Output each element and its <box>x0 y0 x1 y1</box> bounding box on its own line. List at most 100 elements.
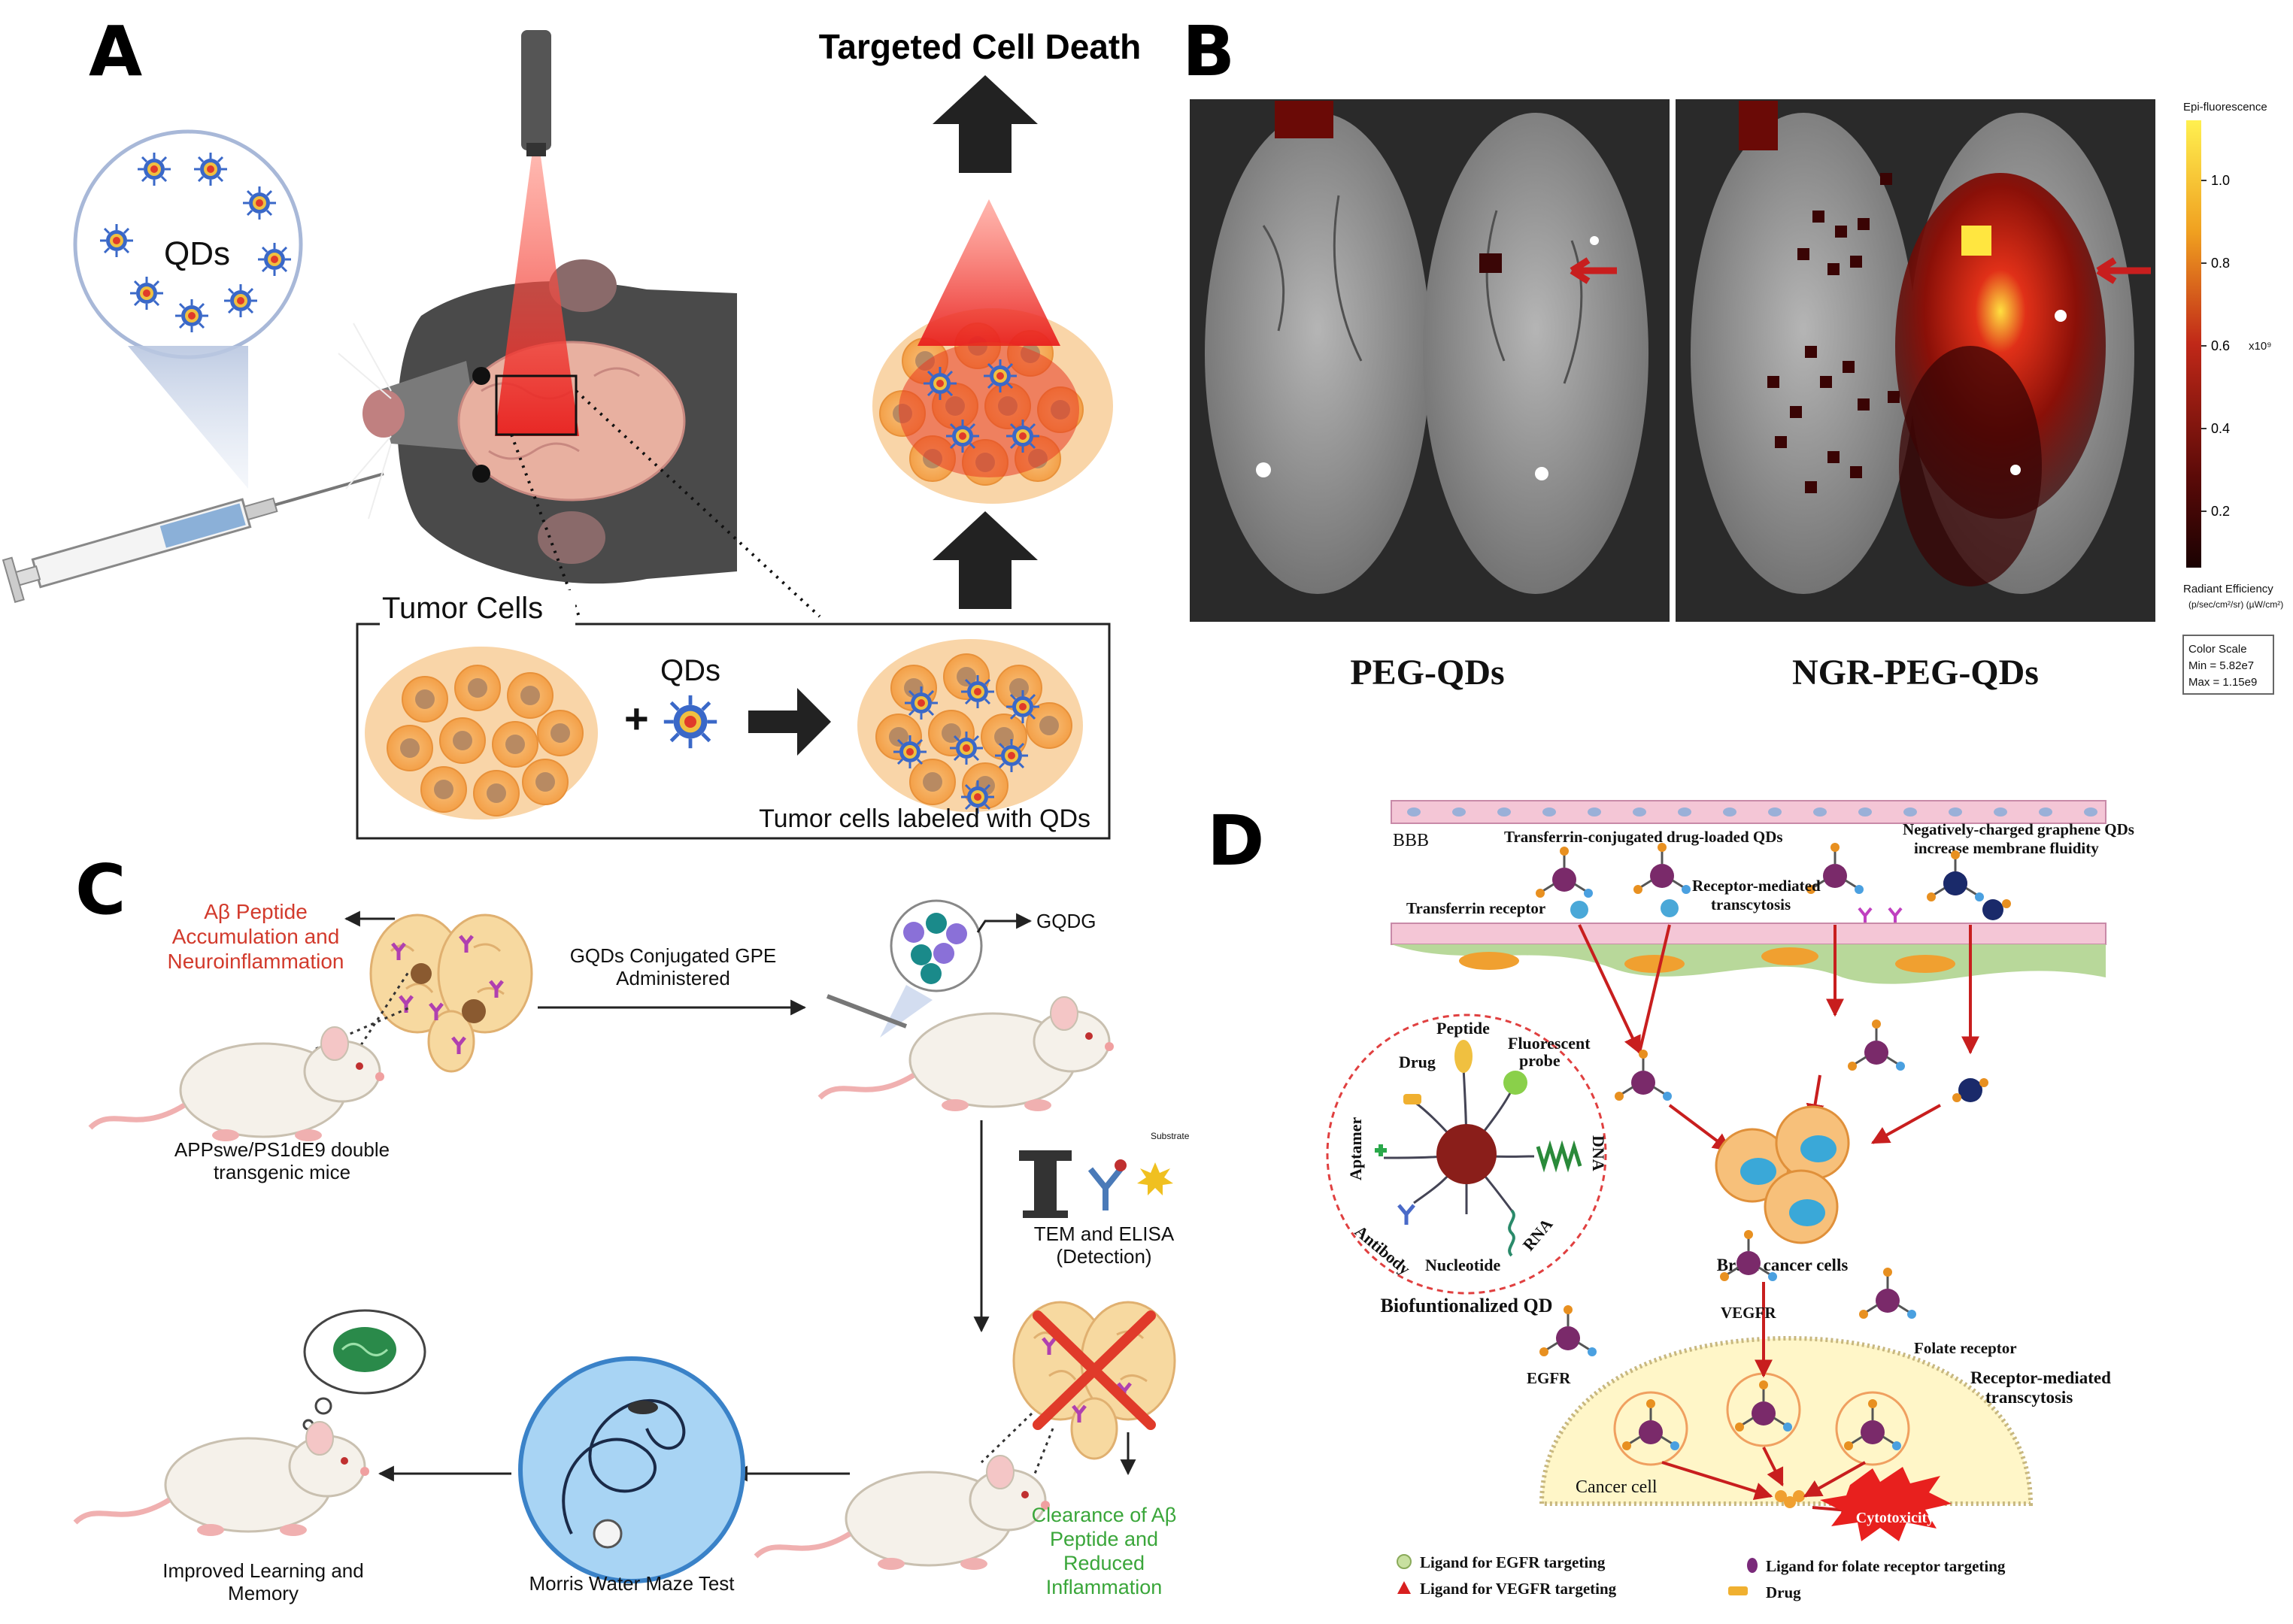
panel-letter-a: A <box>89 11 142 92</box>
colorbar-tick-label: 0.4 <box>2211 421 2230 436</box>
legend-vegfr: Ligand for VEGFR targeting <box>1420 1580 1617 1598</box>
syringe-icon <box>826 994 908 1029</box>
tumor-cluster-laser <box>872 199 1113 504</box>
rmt-bottom-label: transcytosis <box>1985 1388 2073 1407</box>
clearance-label: Clearance of Aβ Peptide and Reduced Infl… <box>1032 1504 1177 1598</box>
color-scale-max: Max = 1.15e9 <box>2188 676 2257 689</box>
bbb-bottom-layer <box>1391 923 2106 984</box>
laser-beam <box>495 156 579 436</box>
legend-egfr: Ligand for EGFR targeting <box>1420 1553 1606 1571</box>
tumor-cluster-plain <box>365 647 598 820</box>
colorbar-tick-label: 0.8 <box>2211 256 2230 271</box>
antibody-icon <box>1397 1204 1415 1225</box>
detection-label: TEM and ELISA <box>1034 1223 1175 1245</box>
clearance-line: Reduced <box>1063 1552 1145 1574</box>
receptor-icon <box>1570 899 1679 919</box>
tumor-cluster-labeled <box>857 639 1083 815</box>
brain-cancer-cells <box>1715 1105 1850 1244</box>
drug-label: Drug <box>1399 1053 1436 1071</box>
egfr-ligand-icon <box>1397 1554 1412 1569</box>
arrow <box>976 913 1033 933</box>
brain-cleared-icon <box>1012 1301 1176 1460</box>
antibody-icon <box>1087 1159 1173 1210</box>
substrate-label: Substrate <box>1151 1131 1190 1141</box>
red-arrow-icon <box>1570 257 1617 284</box>
aptamer-icon <box>1375 1144 1387 1156</box>
detection-label: (Detection) <box>1056 1245 1151 1268</box>
drug-legend-icon <box>1728 1586 1748 1595</box>
panel-b: B <box>1182 11 2283 695</box>
laser-tip <box>526 143 546 156</box>
administered-label: GQDs Conjugated GPE <box>570 944 777 967</box>
plus-sign: + <box>624 695 649 742</box>
rmt-top-label: transcytosis <box>1711 895 1791 914</box>
brain-cancer-label: Brain cancer cells <box>1717 1256 1849 1274</box>
aptamer-label: Aptamer <box>1346 1116 1365 1180</box>
bbb-top-layer <box>1391 800 2106 824</box>
panel-a: A QDs <box>2 11 1142 840</box>
tumor-label-bg <box>380 590 575 628</box>
peptide-icon <box>1454 1040 1473 1073</box>
qd-molecule-icon <box>1632 841 1692 895</box>
clearance-line: Inflammation <box>1046 1576 1163 1598</box>
peptide-label: Peptide <box>1436 1019 1490 1038</box>
red-arrow-icon <box>2096 257 2151 284</box>
vegfr-label: VEGFR <box>1721 1304 1776 1322</box>
dna-icon <box>1536 1140 1582 1173</box>
qd-icon <box>99 223 135 259</box>
fluorescent-label: Fluorescent <box>1508 1034 1591 1053</box>
panel-letter-d: D <box>1207 801 1264 881</box>
panel-letter-b: B <box>1182 11 1235 92</box>
mouse-icon <box>90 1027 384 1141</box>
legend-folate: Ligand for folate receptor targeting <box>1766 1557 2006 1575</box>
qd-molecule-icon <box>1534 845 1594 899</box>
mouse-icon <box>820 997 1114 1111</box>
abeta-line: Aβ Peptide <box>204 900 308 923</box>
vegfr-ligand-icon <box>1397 1581 1411 1594</box>
nucleotide-label: Nucleotide <box>1425 1256 1500 1274</box>
targeted-cell-death-label: Targeted Cell Death <box>819 27 1142 66</box>
colorbar-ticks: 1.00.80.60.40.2 <box>2201 173 2230 519</box>
folate-ligand-icon <box>1747 1558 1758 1573</box>
peg-qds-caption: PEG-QDs <box>1350 653 1504 692</box>
bbb-label: BBB <box>1393 831 1429 850</box>
abeta-line: Accumulation and <box>172 925 340 948</box>
magnify-cone <box>128 346 248 489</box>
water-maze-icon <box>518 1356 745 1583</box>
color-scale-box <box>2182 635 2274 695</box>
legend: Ligand for EGFR targeting Ligand for VEG… <box>1397 1553 2006 1601</box>
colorbar-tick-label: 0.6 <box>2211 338 2230 353</box>
microscope-icon <box>1019 1150 1072 1218</box>
graphene-qds-label: increase membrane fluidity <box>1914 839 2099 857</box>
egfr-label: EGFR <box>1527 1369 1571 1387</box>
qd-molecule-icon <box>1846 1018 1906 1072</box>
tumor-box <box>495 374 578 436</box>
probe-label: probe <box>1519 1051 1561 1070</box>
brain-plaque-icon <box>369 914 533 1073</box>
tumor-cells-label: Tumor Cells <box>382 592 543 625</box>
biofunctionalized-qd: Drug Peptide Fluorescent probe Aptamer D… <box>1326 1013 1608 1295</box>
graphene-qd-icon <box>1982 899 2011 920</box>
dna-label: DNA <box>1589 1135 1608 1171</box>
syringe-icon <box>2 472 384 604</box>
qd-icon <box>664 695 717 748</box>
transferrin-receptor-label: Transferrin receptor <box>1406 899 1545 917</box>
rmt-bottom-label: Receptor-mediated <box>1970 1368 2111 1387</box>
qd-icon <box>136 151 172 187</box>
abeta-label: Aβ Peptide Accumulation and Neuroinflamm… <box>168 900 344 973</box>
legend-drug: Drug <box>1766 1583 1801 1601</box>
mouse-icon <box>75 1422 369 1536</box>
dotted-line <box>1029 1428 1054 1486</box>
graphene-qd-icon <box>1952 1078 1988 1102</box>
up-arrow-icon <box>933 75 1038 173</box>
graphene-qds-label: Negatively-charged graphene QDs <box>1903 820 2134 838</box>
laser-device-icon <box>521 30 551 150</box>
brain-image-peg <box>1190 99 1670 622</box>
cytotoxicity-burst-icon <box>1820 1467 1952 1541</box>
transferrin-conjugated-label: Transferrin-conjugated drug-loaded QDs <box>1504 828 1783 846</box>
qd-molecule-icon <box>1613 1048 1673 1102</box>
colorbar-unit: (p/sec/cm²/sr) (µW/cm²) <box>2188 599 2283 610</box>
colorbar-multiplier: x10⁹ <box>2249 340 2272 353</box>
colorbar: Epi-fluorescence 1.00.80.60.40.2 x10⁹ Ra… <box>2182 101 2283 695</box>
